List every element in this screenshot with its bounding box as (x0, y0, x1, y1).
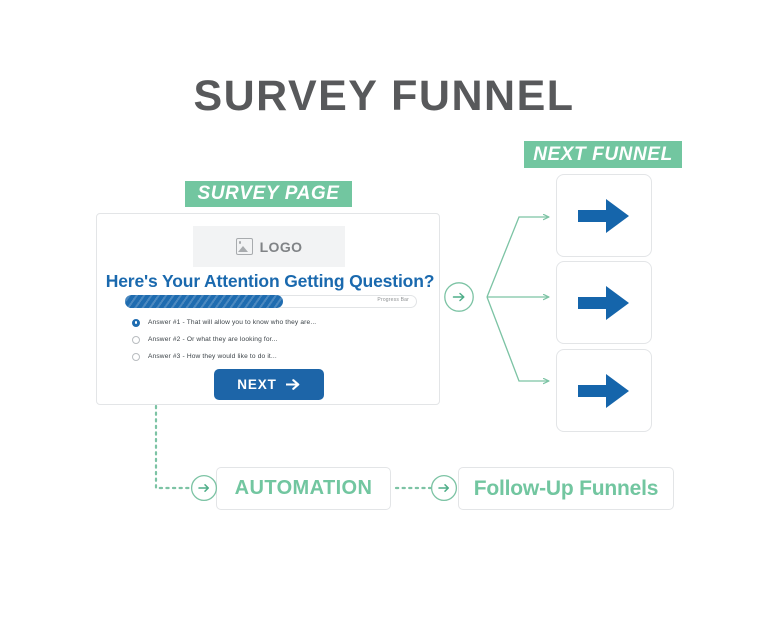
answer-label-3: Answer #3 - How they would like to do it… (148, 353, 277, 360)
next-funnel-label: NEXT FUNNEL (524, 141, 682, 168)
radio-icon-1[interactable] (132, 318, 140, 327)
next-funnel-box-3[interactable] (556, 349, 652, 432)
next-button[interactable]: NEXT (214, 369, 324, 400)
branch-circled-arrow-icon (444, 282, 474, 312)
next-button-label: NEXT (237, 377, 277, 392)
followup-funnels-box[interactable]: Follow-Up Funnels (458, 467, 674, 510)
logo-text: LOGO (259, 238, 303, 255)
answer-options-list: Answer #1 - That will allow you to know … (132, 315, 432, 366)
survey-page-label: SURVEY PAGE (185, 181, 352, 207)
progress-bar: Progress Bar (125, 295, 417, 308)
automation-in-circled-arrow-icon (190, 474, 218, 502)
survey-page-card: LOGO Here's Your Attention Getting Quest… (96, 213, 440, 405)
automation-box[interactable]: AUTOMATION (216, 467, 391, 510)
answer-option-2[interactable]: Answer #2 - Or what they are looking for… (132, 332, 432, 347)
radio-icon-3[interactable] (132, 352, 140, 361)
logo-placeholder: LOGO (193, 226, 345, 267)
radio-icon-2[interactable] (132, 335, 140, 344)
survey-question-heading: Here's Your Attention Getting Question? (105, 271, 435, 291)
answer-label-2: Answer #2 - Or what they are looking for… (148, 336, 278, 343)
arrow-right-icon (578, 285, 629, 320)
answer-option-3[interactable]: Answer #3 - How they would like to do it… (132, 349, 432, 364)
progress-bar-fill (125, 295, 283, 308)
arrow-right-icon (578, 373, 629, 408)
next-funnel-box-1[interactable] (556, 174, 652, 257)
next-funnel-box-2[interactable] (556, 261, 652, 344)
arrow-right-icon (578, 198, 629, 233)
arrow-right-icon (285, 379, 300, 390)
page-title: SURVEY FUNNEL (193, 72, 575, 120)
progress-bar-caption: Progress Bar (377, 296, 409, 303)
answer-label-1: Answer #1 - That will allow you to know … (148, 319, 317, 326)
followup-in-circled-arrow-icon (430, 474, 458, 502)
answer-option-1[interactable]: Answer #1 - That will allow you to know … (132, 315, 432, 330)
image-placeholder-icon (235, 238, 253, 255)
